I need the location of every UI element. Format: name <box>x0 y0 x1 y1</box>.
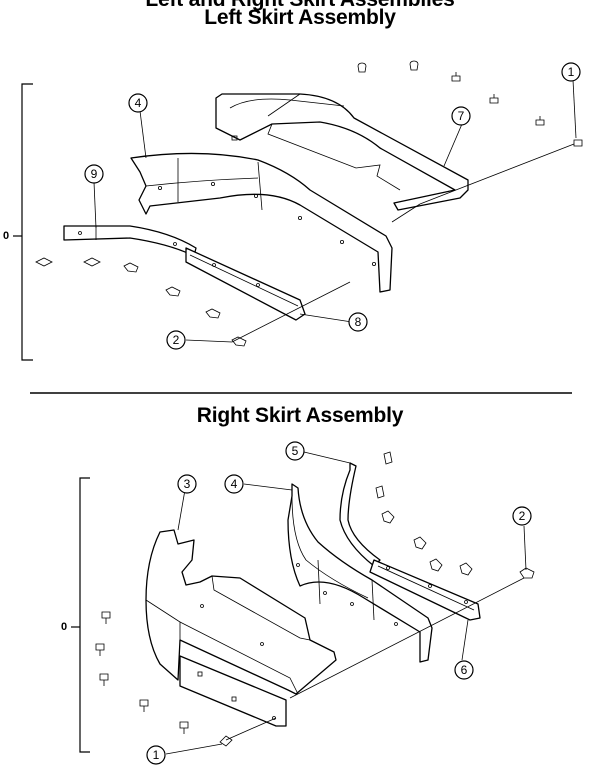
left-callout-1: 1 <box>561 62 581 82</box>
left-callout-2: 2 <box>166 330 186 350</box>
right-callout-4: 4 <box>224 474 244 494</box>
left-nut-set <box>35 257 247 347</box>
svg-text:7: 7 <box>458 109 465 123</box>
left-strap <box>63 225 197 257</box>
left-callout-7: 7 <box>451 106 471 126</box>
right-assembly: 0 <box>61 441 535 765</box>
svg-text:2: 2 <box>519 509 526 523</box>
right-bolt-set <box>95 611 233 747</box>
left-top-cover <box>215 93 469 211</box>
right-callout-2: 2 <box>512 506 532 526</box>
right-nut-set <box>375 451 535 579</box>
left-skirt-title: Left Skirt Assembly <box>204 6 396 29</box>
right-skirt-title: Right Skirt Assembly <box>196 404 404 427</box>
left-callout-4: 4 <box>128 93 148 113</box>
svg-text:1: 1 <box>568 65 575 79</box>
svg-text:3: 3 <box>184 477 191 491</box>
svg-text:6: 6 <box>461 663 468 677</box>
right-callout-3: 3 <box>177 474 197 494</box>
right-scale-bracket <box>79 477 90 753</box>
left-callout-8: 8 <box>348 312 368 332</box>
right-callout-5: 5 <box>285 441 305 461</box>
svg-text:2: 2 <box>173 333 180 347</box>
svg-text:8: 8 <box>355 315 362 329</box>
left-bolt-set <box>357 60 583 147</box>
left-angle-strip <box>185 247 306 321</box>
right-base-plate <box>145 529 337 695</box>
left-skirt-panel <box>130 152 393 293</box>
svg-text:4: 4 <box>231 477 238 491</box>
right-skirt-panel <box>287 483 433 663</box>
svg-text:9: 9 <box>91 167 98 181</box>
left-assembly: 0 <box>3 60 583 361</box>
right-lip-plate <box>179 655 287 727</box>
right-callout-1: 1 <box>146 745 166 765</box>
cut-off-header-text: Left and Right Skirt Assemblies <box>0 0 600 12</box>
svg-text:4: 4 <box>135 96 142 110</box>
right-zero-label: 0 <box>61 621 67 633</box>
right-curved-strap <box>339 462 381 567</box>
left-callout-9: 9 <box>84 164 104 184</box>
svg-text:5: 5 <box>292 444 299 458</box>
left-zero-label: 0 <box>3 230 9 242</box>
left-scale-bracket <box>21 83 33 361</box>
svg-text:1: 1 <box>153 748 160 762</box>
right-callout-6: 6 <box>454 660 474 680</box>
